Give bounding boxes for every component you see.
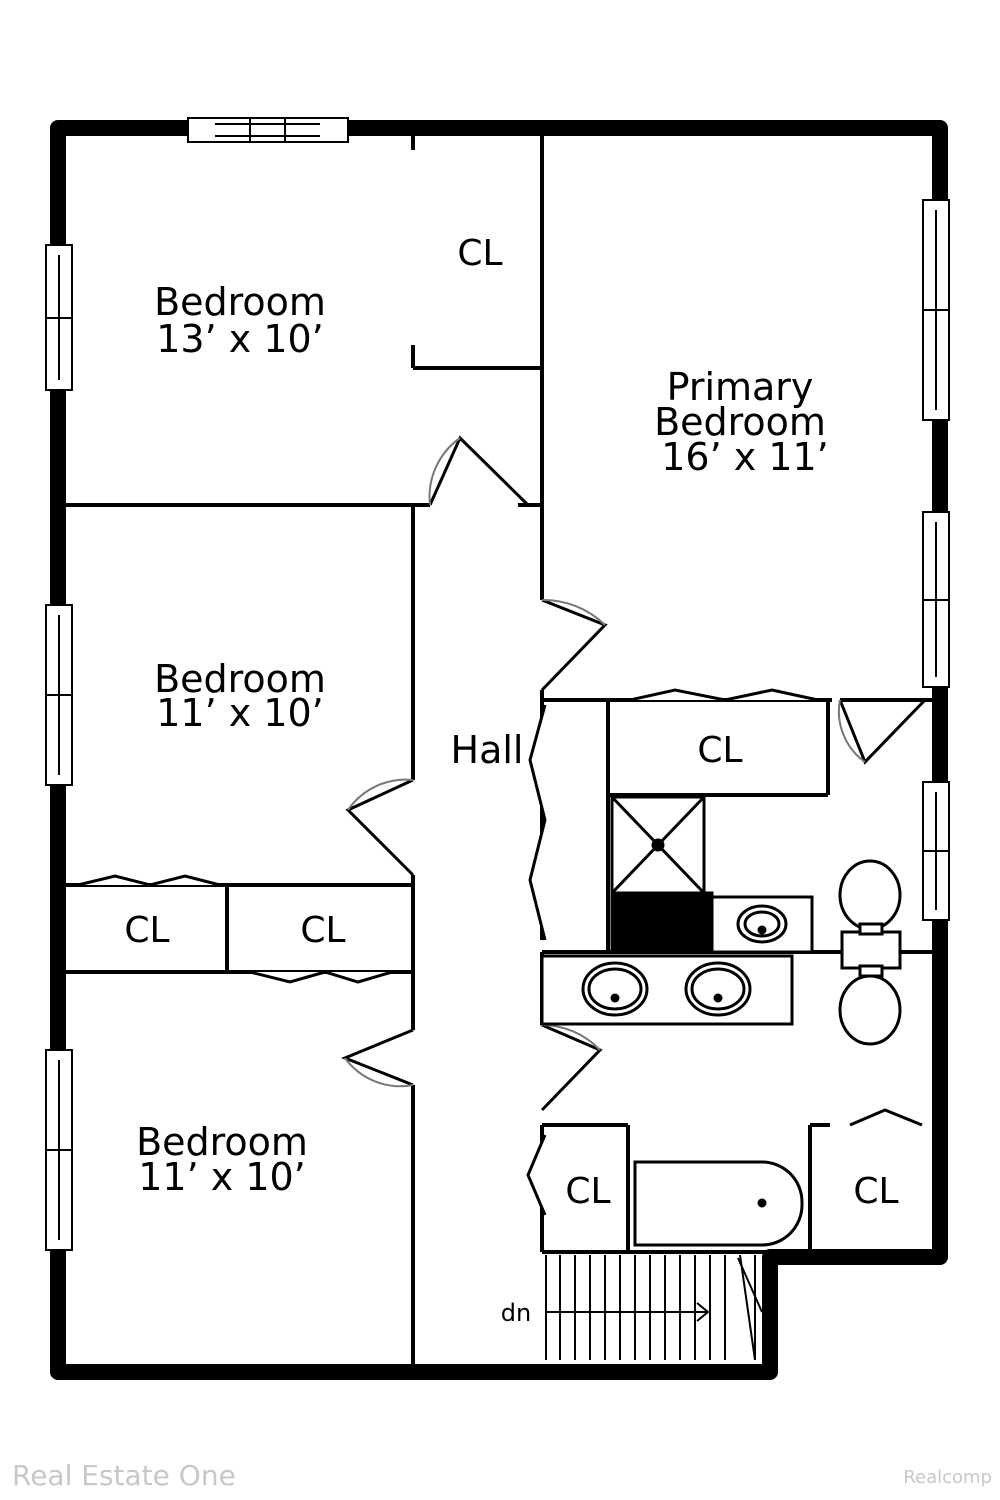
room-labels: Bedroom 13’ x 10’ Bedroom 11’ x 10’ Bedr… (124, 233, 898, 1327)
stairs-label: dn (501, 1299, 531, 1327)
bifold-doors (77, 688, 923, 1216)
room-size-bedroom-middle: 11’ x 10’ (156, 691, 324, 735)
closet-label: CL (565, 1171, 610, 1212)
watermark-left: Real Estate One (12, 1459, 236, 1492)
closet-label: CL (300, 910, 345, 951)
room-name-bedroom-middle: Bedroom (154, 657, 326, 701)
toilet-top (838, 859, 902, 931)
stairs (545, 1254, 763, 1361)
room-name-primary-line1: Primary (667, 365, 814, 409)
door-bath (540, 1023, 603, 1112)
vanity-double (540, 954, 794, 1026)
door-bedroom-middle (345, 778, 415, 877)
toilet-bottom (838, 974, 902, 1046)
door-primary-closet (838, 698, 927, 765)
door-bedroom-bottom (340, 1028, 414, 1087)
door-bedroom-top (428, 435, 530, 507)
room-name-bedroom-top: Bedroom (154, 280, 326, 324)
closet-label: CL (853, 1171, 898, 1212)
closet-label: CL (457, 233, 502, 274)
watermark-right: Realcomp (903, 1467, 992, 1488)
room-size-primary: 16’ x 11’ (661, 435, 829, 479)
room-size-bedroom-bottom: 11’ x 10’ (138, 1155, 306, 1199)
exterior-wall (50, 120, 948, 1380)
windows (45, 117, 950, 1251)
door-primary (540, 598, 608, 692)
room-name-hall: Hall (451, 728, 524, 772)
room-size-bedroom-top: 13’ x 10’ (156, 317, 324, 361)
bath-fixtures (540, 795, 902, 1247)
closet-label: CL (697, 730, 742, 771)
room-name-bedroom-bottom: Bedroom (136, 1120, 308, 1164)
bathtub (633, 1160, 804, 1247)
closet-label: CL (124, 910, 169, 951)
shower-step (610, 891, 714, 952)
window-top (187, 117, 349, 143)
room-name-primary-line2: Bedroom (654, 400, 826, 444)
